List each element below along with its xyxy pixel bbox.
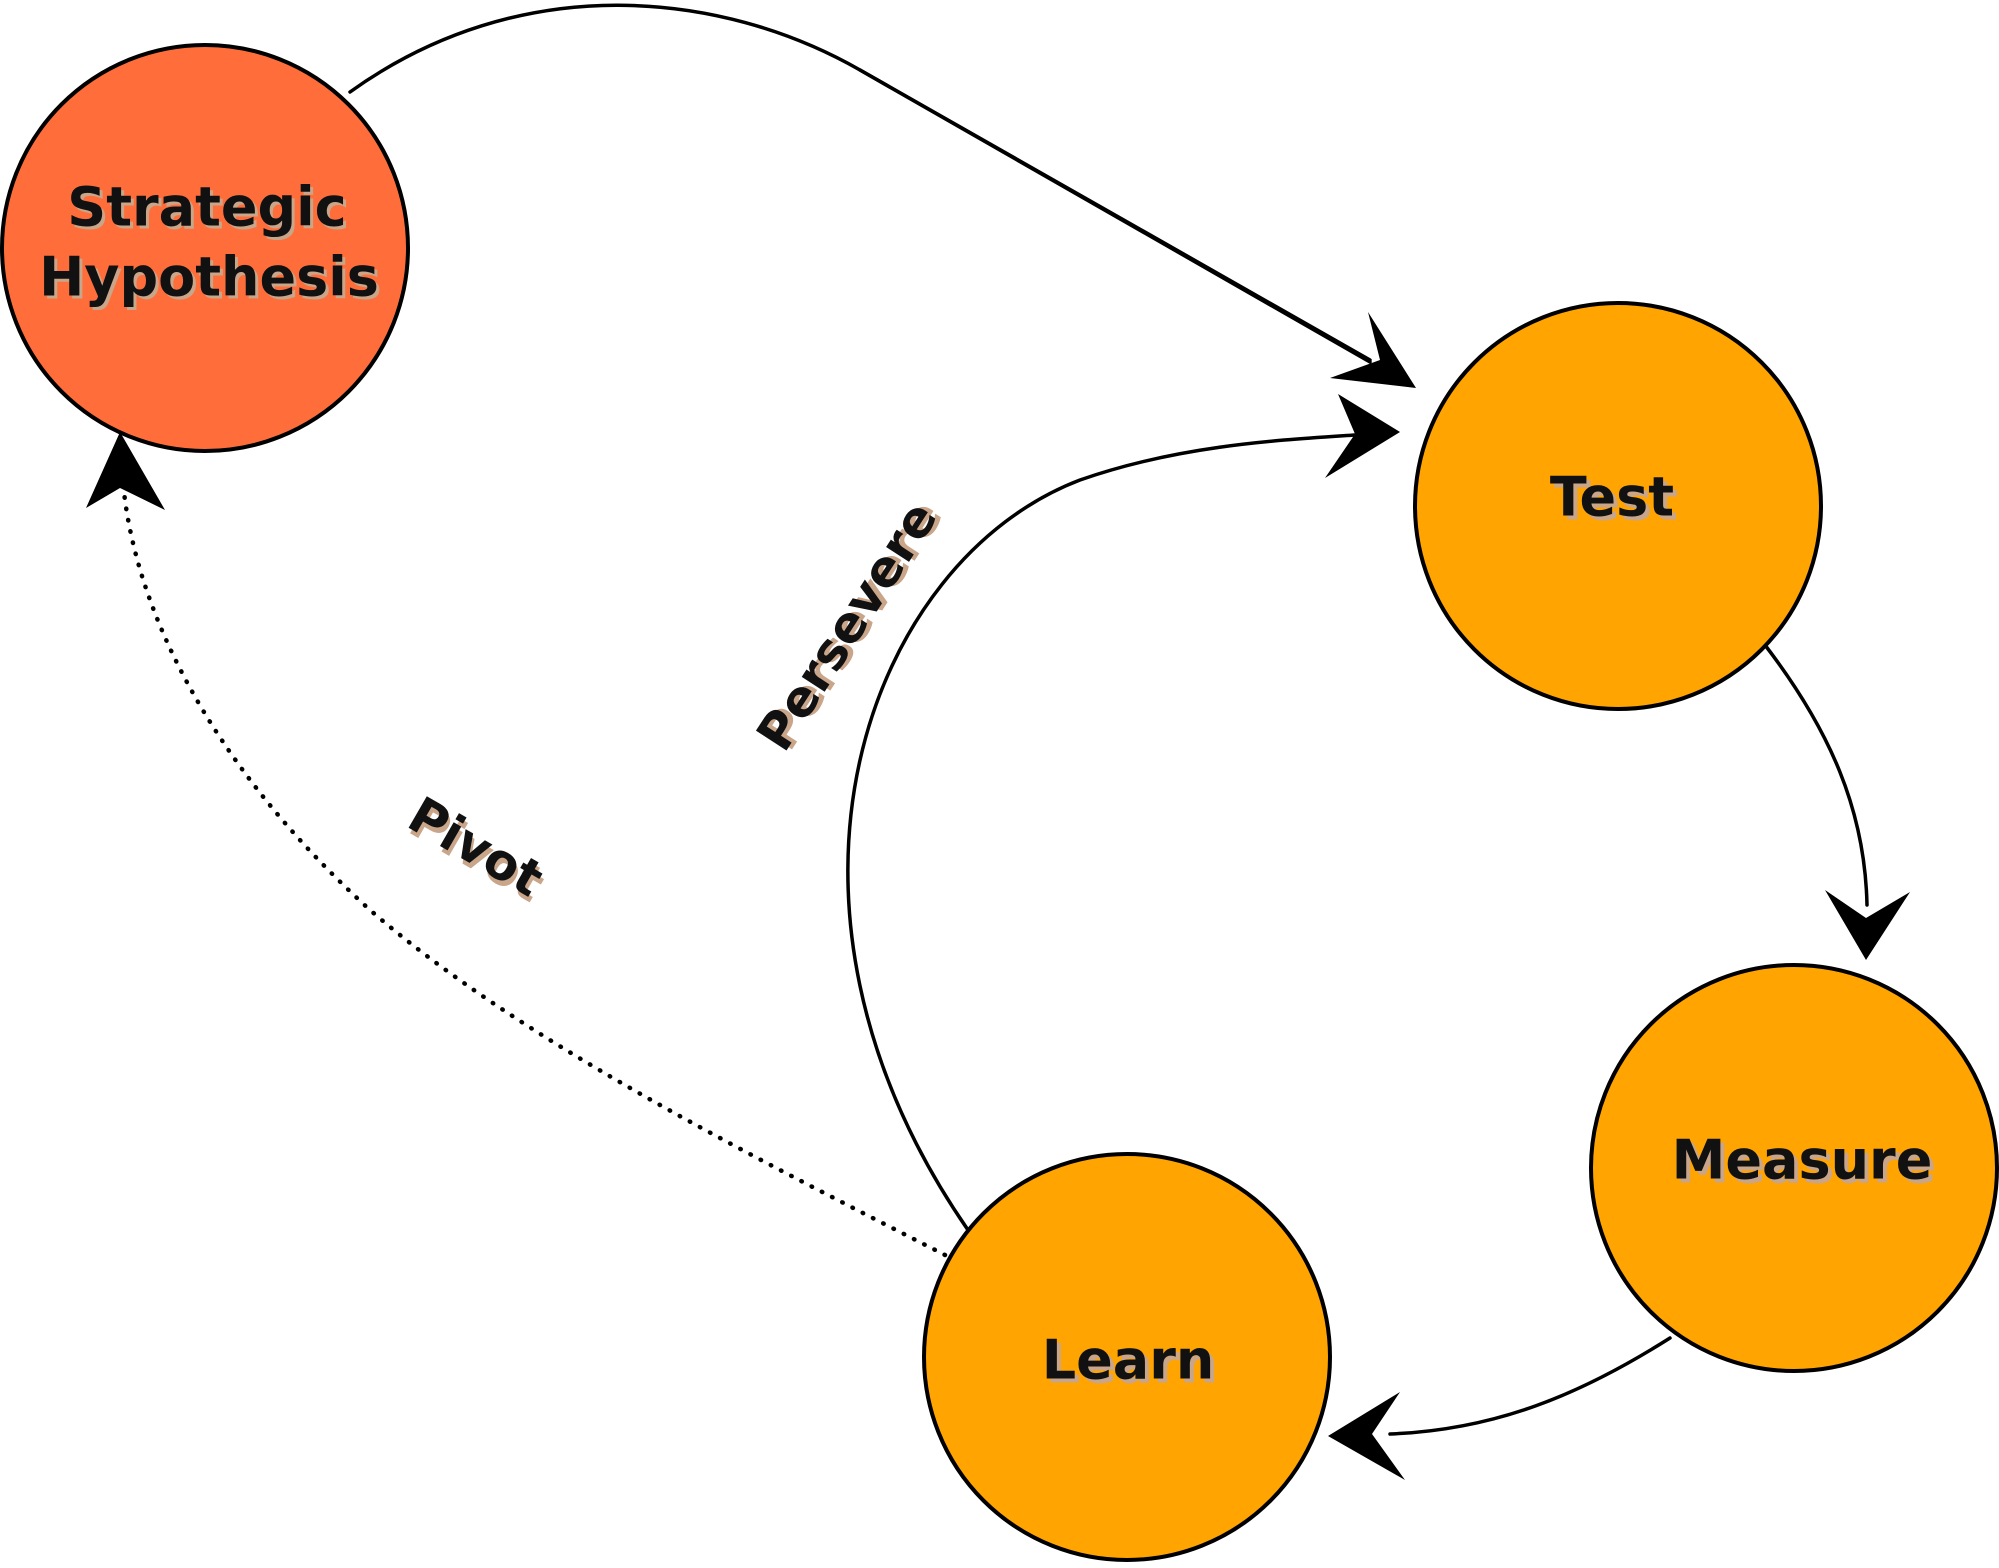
- arrowhead-to-test: [1330, 312, 1416, 388]
- learn-label: Learn: [1042, 1329, 1215, 1392]
- arrowhead-to-measure: [1825, 890, 1910, 960]
- node-measure: Measure Measure: [1589, 963, 1999, 1373]
- learn-label-shadow: Learn: [1046, 1333, 1219, 1396]
- node-learn: Learn Learn: [922, 1152, 1332, 1562]
- persevere-label: Persevere: [745, 491, 948, 761]
- test-circle: [1413, 301, 1823, 711]
- hypothesis-label-line1-shadow: Strategic: [70, 179, 349, 242]
- pivot-label-group: Pivot Pivot: [399, 786, 555, 914]
- edge-hypothesis-to-test: [348, 3, 1416, 388]
- persevere-label-group: Persevere Persevere: [745, 490, 954, 761]
- hypothesis-label-line1: Strategic: [67, 176, 346, 239]
- measure-circle: [1589, 963, 1999, 1373]
- node-strategic-hypothesis: Strategic Strategic Hypothesis Hypothesi…: [0, 43, 410, 453]
- measure-label-shadow: Measure: [1676, 1133, 1937, 1196]
- node-test: Test Test: [1413, 301, 1823, 711]
- test-label-shadow: Test: [1554, 470, 1678, 533]
- test-label: Test: [1550, 466, 1674, 529]
- hypothesis-label-line2: Hypothesis: [39, 246, 379, 309]
- hypothesis-label-line2-shadow: Hypothesis: [42, 249, 382, 312]
- edge-learn-to-test-persevere: [846, 394, 1400, 1232]
- pivot-label: Pivot: [399, 786, 553, 909]
- arrowhead-persevere: [1325, 394, 1400, 478]
- measure-label: Measure: [1672, 1129, 1933, 1192]
- edge-measure-to-learn: [1328, 1336, 1672, 1480]
- arrowhead-pivot: [86, 432, 165, 510]
- hypothesis-circle: [0, 43, 410, 453]
- edge-learn-to-hypothesis-pivot: [86, 432, 948, 1258]
- edge-test-to-measure: [1763, 643, 1910, 960]
- learn-circle: [922, 1152, 1332, 1562]
- arrowhead-to-learn: [1328, 1392, 1405, 1480]
